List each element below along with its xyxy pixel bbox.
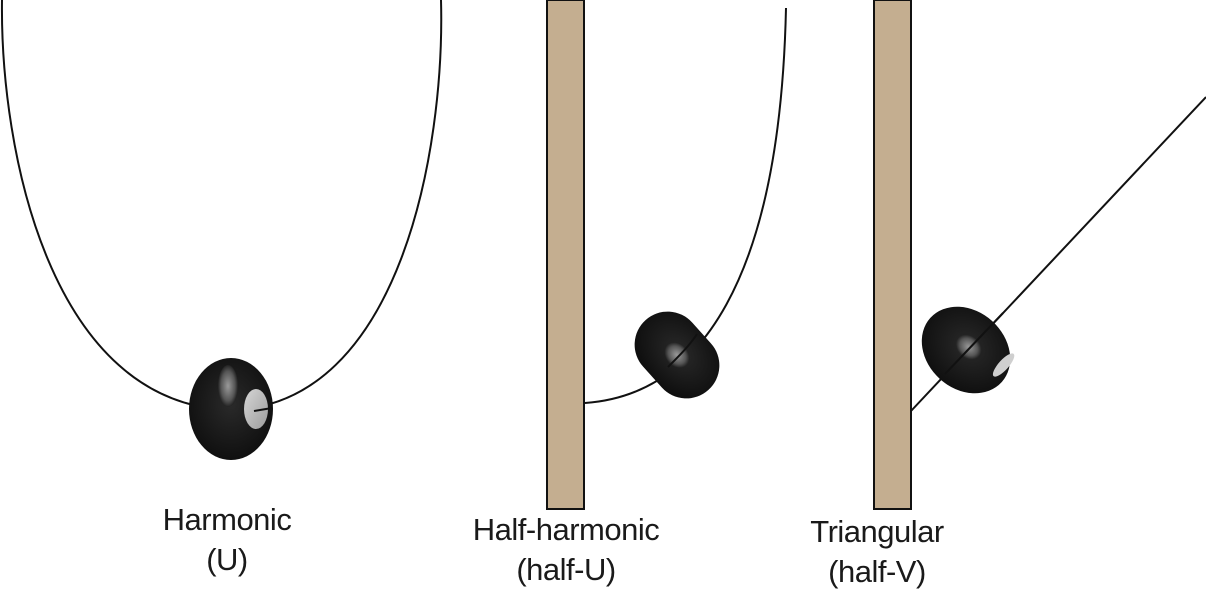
harmonic-u-curve (0, 0, 443, 412)
harmonic-title: Harmonic (162, 502, 292, 537)
harmonic-bead-icon (189, 358, 273, 460)
triangular-wall (873, 0, 912, 510)
harmonic-panel (0, 0, 443, 460)
half-harmonic-subtitle: (half-U) (516, 552, 616, 587)
triangular-label: Triangular (half-V) (810, 512, 944, 592)
half-harmonic-curve (584, 7, 787, 404)
triangular-panel (873, 0, 1206, 510)
harmonic-label: Harmonic (U) (163, 500, 292, 580)
triangular-subtitle: (half-V) (828, 554, 926, 589)
triangular-title: Triangular (810, 514, 944, 549)
half-harmonic-title: Half-harmonic (472, 512, 660, 547)
half-harmonic-label: Half-harmonic (half-U) (472, 510, 660, 590)
harmonic-subtitle: (U) (206, 542, 248, 577)
half-harmonic-bead-icon (634, 311, 720, 399)
half-harmonic-panel (546, 0, 787, 510)
half-harmonic-wall (546, 0, 585, 510)
